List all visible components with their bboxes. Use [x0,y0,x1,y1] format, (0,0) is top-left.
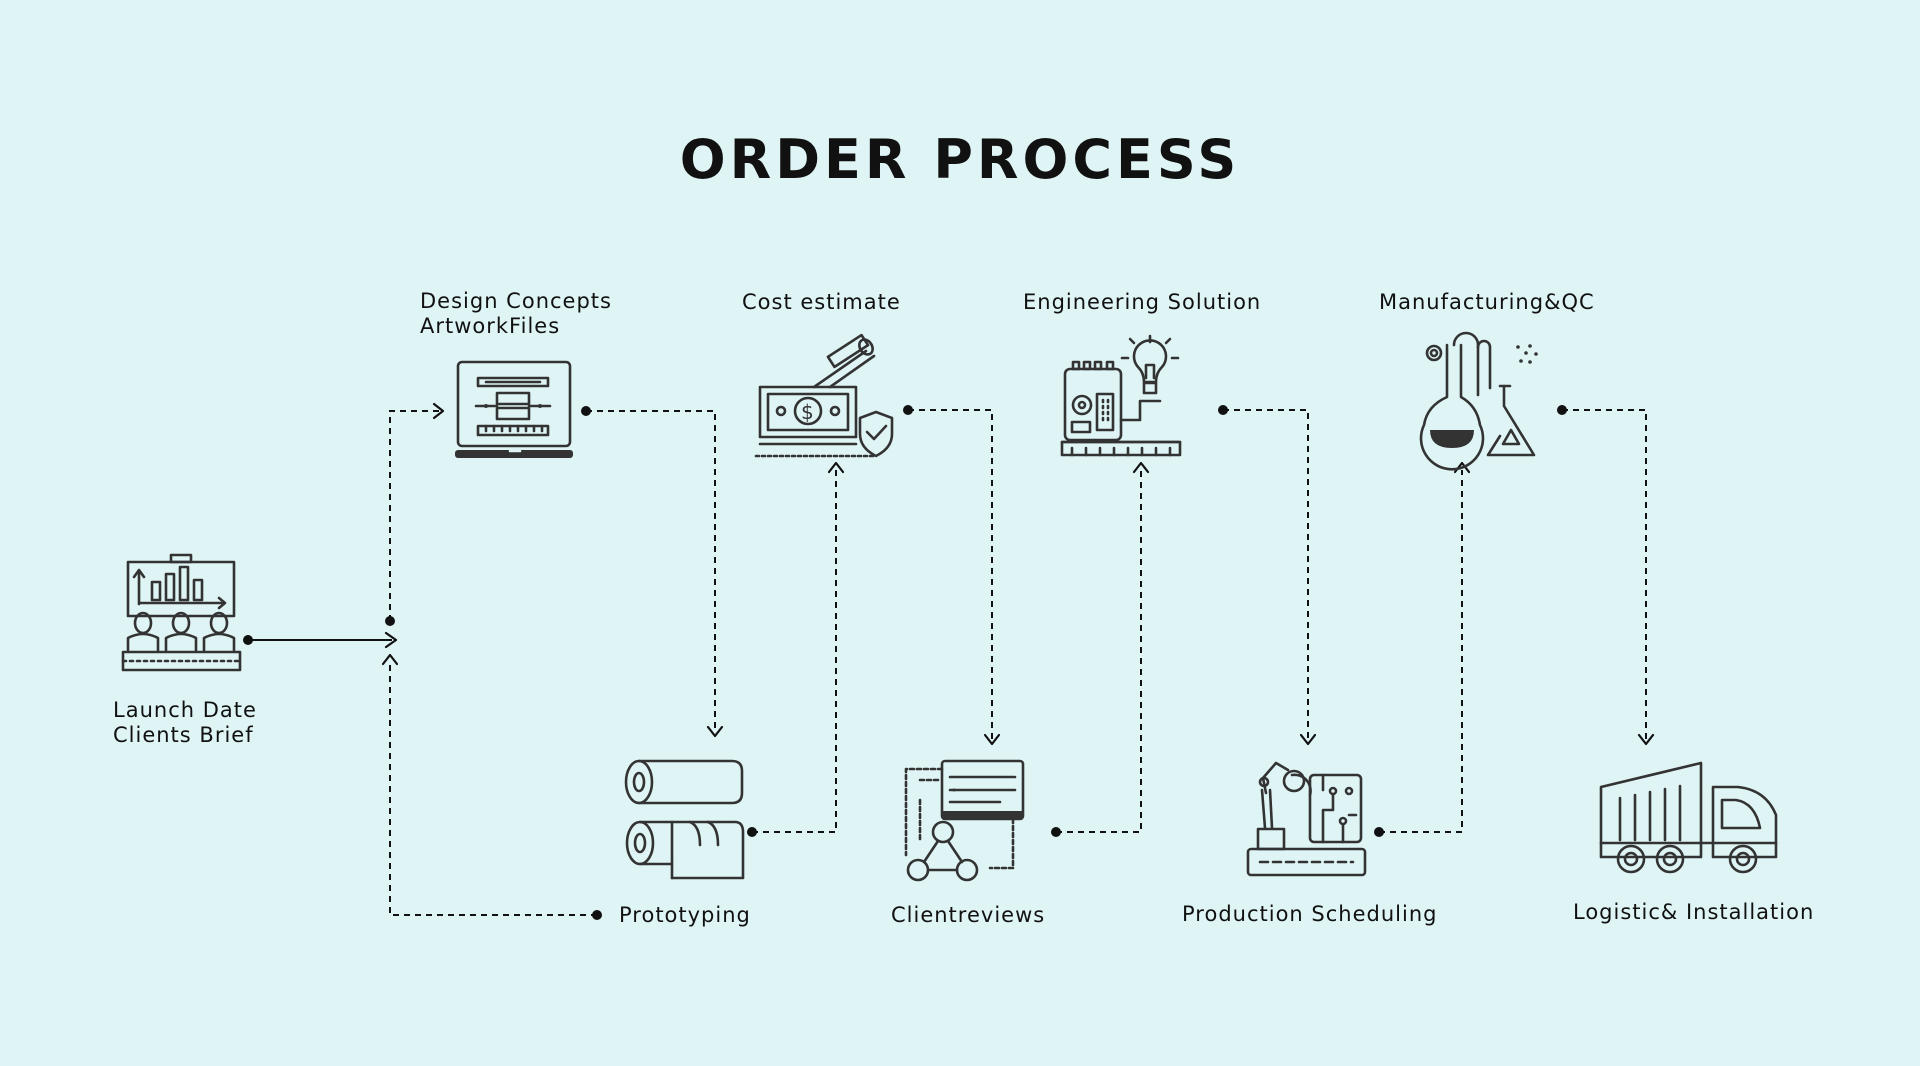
arrow-up [827,461,845,474]
step-label-logistic: Logistic& Installation [1573,900,1815,924]
connector-reviews-to-engineering [1056,470,1142,833]
step-label-manufacturing: Manufacturing&QC [1379,290,1595,314]
step-label-launch: Launch Date Clients Brief [113,698,257,747]
connector-from-prototyping [389,660,597,916]
arrow-down [1299,733,1317,746]
arrow-up [381,653,399,666]
connector-prototyping-to-cost [752,470,837,833]
lab-flasks-icon [1419,331,1538,471]
connector-cost-to-reviews [908,409,993,740]
connector-to-design [389,410,440,621]
presentation-meeting-icon [121,553,242,672]
step-label-scheduling: Production Scheduling [1182,902,1438,926]
step-label-cost: Cost estimate [742,290,901,314]
step-label-clientreviews: Clientreviews [891,903,1046,927]
step-label-engineering: Engineering Solution [1023,290,1262,314]
robot-arm-icon [1246,761,1367,877]
connector-manufacturing-to-logistic [1562,409,1647,740]
money-certificate-icon: $ [754,333,894,458]
page-title: ORDER PROCESS [679,128,1241,191]
step-label-design: Design Concepts ArtworkFiles [420,289,612,338]
arrow-down [1637,733,1655,746]
arrow-right [384,631,398,649]
step-label-prototyping: Prototyping [619,903,751,927]
arrow-down [706,725,724,738]
fabric-rolls-icon [624,759,745,880]
review-network-icon [904,759,1025,882]
svg-text:$: $ [801,400,814,424]
connector-engineering-to-scheduling [1223,409,1309,740]
connector-design-to-prototyping [586,410,716,732]
arrow-up [1132,461,1150,474]
laptop-design-icon [455,360,573,458]
machine-lightbulb-icon [1060,334,1182,457]
arrow-right [432,402,445,420]
connector-scheduling-to-manufacturing [1379,470,1463,833]
arrow-down [983,733,1001,746]
flow-connectors [243,402,1655,920]
delivery-truck-icon [1599,761,1778,874]
